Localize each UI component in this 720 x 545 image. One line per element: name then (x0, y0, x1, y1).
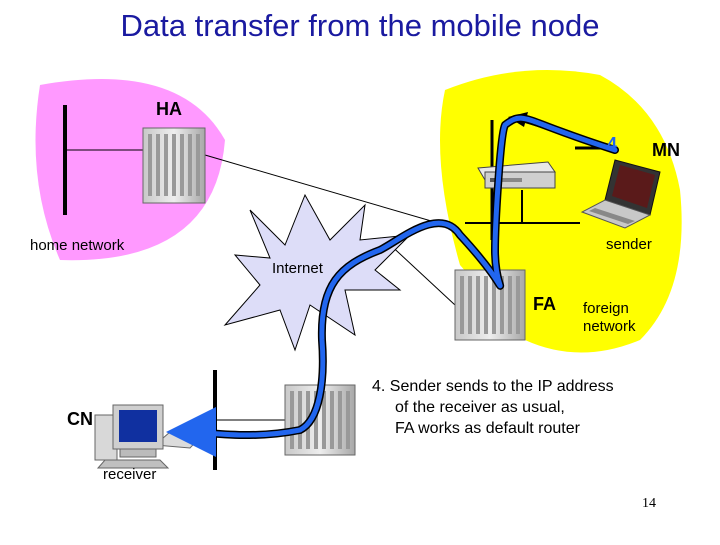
internet-to-fa-link (384, 239, 456, 306)
internet-cloud (223, 193, 412, 352)
fa-router (454, 269, 526, 341)
cn-label: CN (67, 409, 93, 429)
internet-label: Internet (272, 260, 323, 277)
fa-label: FA (533, 294, 557, 314)
cn-router (284, 384, 356, 456)
step-line-2: of the receiver as usual, (395, 399, 565, 416)
data-path-fill (166, 115, 618, 458)
step-line-3: FA works as default router (395, 420, 580, 437)
foreign-network-label-line2: network (583, 318, 636, 335)
sender-label: sender (606, 236, 652, 253)
ha-label: HA (156, 99, 182, 119)
foreign-network-label-line1: foreign (583, 300, 629, 317)
ha-to-foreign-link (204, 154, 446, 226)
page-number: 14 (642, 496, 656, 511)
home-network-label: home network (30, 237, 125, 254)
ha-router (142, 127, 206, 204)
home-network-area (35, 79, 225, 261)
step-line-1: 4. Sender sends to the IP address (372, 378, 614, 395)
step-description: 4. Sender sends to the IP address of the… (372, 376, 614, 439)
mn-label: MN (652, 140, 680, 160)
step-number-label: 4 (607, 134, 618, 154)
page-title: Data transfer from the mobile node (120, 8, 600, 43)
receiver-label: receiver (103, 466, 157, 483)
cn-computer (94, 404, 207, 469)
mn-laptop (580, 159, 661, 229)
